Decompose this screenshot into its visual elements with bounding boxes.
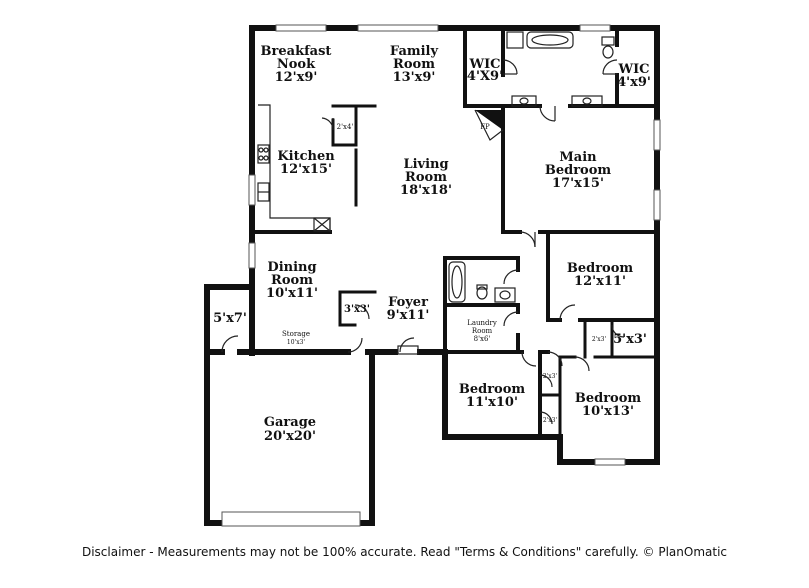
laundry-room-size: 8'x6' — [474, 335, 491, 343]
wic-left-label: WIC — [468, 57, 500, 72]
room-labels: Breakfast Nook 12'x9' Family Room 13'x9'… — [213, 44, 651, 444]
family-room-label-1: Family — [390, 44, 439, 59]
foyer-size: 9'x11' — [387, 308, 430, 323]
closet-2x3-b-size: 2'x3' — [543, 373, 558, 380]
wic-left-size: 4'X9' — [467, 69, 503, 84]
dining-room-size: 10'x11' — [266, 286, 318, 301]
main-bedroom-size: 17'x15' — [552, 176, 604, 191]
fixtures — [221, 31, 625, 425]
living-room-label-1: Living — [403, 157, 448, 172]
wic-right-size: 4'x9' — [617, 75, 651, 90]
bedroom-right-size: 12'x11' — [574, 274, 626, 289]
fireplace-label: FP — [480, 123, 490, 131]
fireplace-icon — [475, 110, 503, 130]
windows — [221, 24, 661, 527]
bedroom-middle-label: Bedroom — [459, 382, 526, 397]
closet-2x3-a-size: 2'x3' — [592, 336, 607, 343]
wic-right-label: WIC — [617, 62, 649, 77]
bedroom-bottom-size: 10'x13' — [582, 404, 634, 419]
laundry-room-label-2: Room — [472, 327, 493, 335]
storage-label: Storage — [282, 330, 310, 338]
closet-2x3-c-size: 2'x3' — [543, 417, 558, 424]
breakfast-nook-label-2: Nook — [277, 57, 316, 72]
family-room-label-2: Room — [393, 57, 435, 72]
main-bedroom-label-2: Bedroom — [545, 163, 612, 178]
family-room-size: 13'x9' — [393, 70, 436, 85]
dining-room-label-1: Dining — [267, 260, 316, 275]
garage-door — [221, 511, 361, 527]
toilet-icon — [602, 45, 614, 59]
foyer-label: Foyer — [388, 295, 428, 310]
closet-5x3-size: 5'x3' — [613, 332, 647, 347]
living-room-label-2: Room — [405, 170, 447, 185]
dining-room-label-2: Room — [271, 273, 313, 288]
laundry-room-label-1: Laundry — [467, 319, 497, 327]
disclaimer-text: Disclaimer - Measurements may not be 100… — [81, 545, 728, 559]
main-bedroom-label-1: Main — [559, 150, 597, 165]
closet-5x7-size: 5'x7' — [213, 311, 247, 326]
bedroom-right-label: Bedroom — [567, 261, 634, 276]
kitchen-size: 12'x15' — [280, 162, 332, 177]
bedroom-middle-size: 11'x10' — [466, 395, 518, 410]
breakfast-nook-size: 12'x9' — [275, 70, 318, 85]
interior-walls — [250, 26, 659, 439]
closet-3x3-size: 3'x3' — [344, 304, 370, 315]
garage-label: Garage — [264, 415, 316, 430]
closet-2x4-size: 2'x4' — [337, 123, 354, 131]
bedroom-bottom-label: Bedroom — [575, 391, 642, 406]
kitchen-label: Kitchen — [277, 149, 335, 164]
storage-size: 10'x3' — [287, 339, 305, 346]
bathtub-icon — [526, 31, 574, 49]
living-room-size: 18'x18' — [400, 183, 452, 198]
breakfast-nook-label-1: Breakfast — [261, 44, 332, 59]
garage-size: 20'x20' — [264, 429, 316, 444]
stove-icon — [257, 144, 270, 164]
